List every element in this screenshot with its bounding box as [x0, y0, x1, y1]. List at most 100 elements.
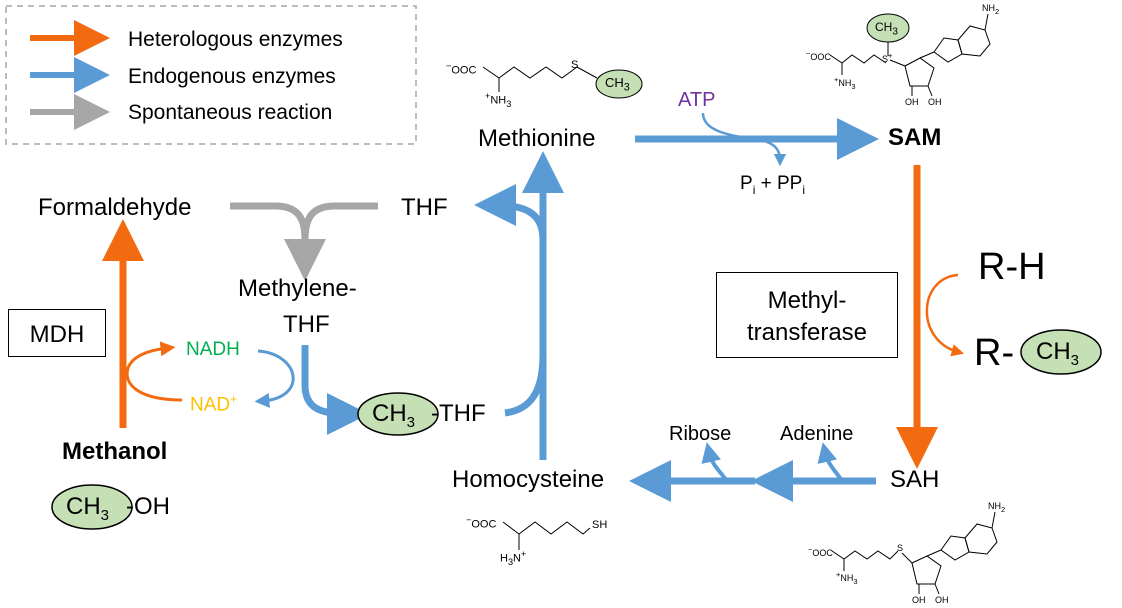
sam-nh3: +NH3 [834, 76, 856, 90]
sah-label: SAH [890, 466, 940, 493]
thf-label: THF [401, 194, 448, 221]
spontaneous-merge-right [301, 202, 378, 241]
sah-coo: −OOC [808, 546, 833, 558]
homocysteine-sh: SH [592, 519, 608, 531]
minus-sign: − [808, 545, 813, 554]
to-thf-arrow [474, 184, 547, 241]
methionine-struct-methyl-ellipse [595, 69, 643, 99]
coo-text: OOC [812, 548, 833, 558]
sam-s-plus: S+ [882, 52, 892, 64]
methyl-ch-text: CH [605, 75, 624, 90]
minus-sign: − [806, 49, 811, 58]
sam-nh2: NH2 [982, 3, 1000, 16]
ribose-label: Ribose [669, 423, 732, 445]
nadh-to-nad-arrow [254, 349, 295, 408]
h3-sub: 3 [507, 556, 514, 567]
mdh-label: MDH [29, 321, 85, 348]
legend-heterologous-label: Heterologous enzymes [128, 28, 343, 51]
nad-to-nadh-arrow [125, 341, 183, 402]
formaldehyde-label: Formaldehyde [38, 194, 192, 221]
nad-text: NAD [190, 394, 231, 416]
pi-ppi-label: Pi + PPi [740, 174, 805, 196]
homocysteine-label: Homocysteine [452, 466, 605, 493]
methyl-sub-text: 3 [892, 26, 898, 38]
legend-spontaneous-label: Spontaneous reaction [128, 101, 333, 124]
nad-label: NAD+ [190, 393, 237, 414]
methanol-methyl-ellipse [51, 484, 133, 530]
coo-text: OOC [451, 64, 477, 77]
ch3-thf-methyl: CH3 [372, 402, 415, 430]
sah-oh-1: OH [912, 595, 926, 605]
nh2-text: NH [982, 3, 995, 13]
methyl-ch-text: CH [875, 20, 893, 34]
atp-side-arrow [701, 112, 787, 167]
plus-sign: + [521, 549, 527, 559]
methionine-coo: −OOC [446, 61, 477, 77]
r-prefix-label: R- [974, 332, 1015, 374]
methyl-sub-text: 3 [100, 506, 110, 524]
ch3-thf-suffix: -THF [431, 400, 486, 427]
atp-label: ATP [678, 89, 716, 111]
pp-text: + PP [755, 173, 803, 194]
n-text: N [513, 552, 521, 565]
sah-nh2: NH2 [988, 501, 1006, 514]
methyl-ch-text: CH [372, 400, 407, 427]
plus-sign: + [485, 91, 491, 101]
sam-struct-methyl: CH3 [875, 21, 898, 37]
minus-sign: − [446, 61, 452, 71]
methionine-label: Methionine [478, 125, 596, 152]
rh-label: R-H [978, 246, 1046, 288]
r-ch3-methyl: CH3 [1036, 340, 1079, 368]
coo-text: OOC [810, 52, 831, 62]
legend-endogenous-label: Endogenous enzymes [128, 65, 336, 88]
nh3-text: NH [840, 573, 854, 583]
nh3-sub: 3 [506, 98, 512, 109]
methyl-sub-text: 3 [406, 413, 416, 431]
adenine-label: Adenine [780, 423, 854, 445]
adenine-side-arrow [817, 442, 844, 483]
methanol-oh-suffix: -OH [126, 493, 170, 520]
ch3-thf-merge-line [504, 354, 547, 417]
nh3-sub: 3 [851, 81, 856, 91]
nh3-text: NH [838, 78, 852, 88]
methylene-thf-label-line2: THF [283, 311, 330, 338]
nh2-sub: 2 [1001, 504, 1006, 514]
minus-sign: − [466, 515, 472, 525]
s-text: S [882, 54, 889, 64]
plus-sign: + [836, 570, 841, 579]
sah-nh3: +NH3 [836, 571, 858, 585]
h-text: H [500, 552, 508, 565]
sah-structure [831, 511, 998, 595]
methanol-methyl: CH3 [66, 495, 109, 523]
nh3-text: NH [490, 94, 507, 107]
sam-label: SAM [888, 124, 942, 151]
nh3-sub: 3 [853, 576, 858, 586]
nh2-sub: 2 [995, 6, 1000, 16]
plus-sign: + [888, 51, 893, 60]
nad-sup-text: + [230, 392, 238, 406]
methanol-label: Methanol [62, 438, 168, 465]
homocysteine-structure [502, 521, 591, 550]
homocysteine-coo: −OOC [466, 515, 496, 531]
nadh-label: NADH [186, 339, 240, 360]
nh2-text: NH [988, 501, 1001, 511]
methionine-s: S [571, 59, 579, 71]
methyltransferase-label-line2: transferase [746, 319, 868, 346]
pi-p-text: P [740, 173, 753, 194]
methylene-thf-label-line1: Methylene- [238, 275, 357, 302]
methylation-side-arrow [925, 273, 965, 357]
methyl-sub-text: 3 [623, 81, 630, 94]
plus-sign: + [834, 75, 839, 84]
homocysteine-h3n: H3N+ [500, 549, 527, 567]
ribose-side-arrow [701, 442, 729, 483]
methylene-to-ch3-thf-arrow [301, 345, 369, 435]
mdh-box: MDH [8, 309, 106, 357]
methyl-sub-text: 3 [1070, 351, 1080, 369]
sah-oh-2: OH [935, 595, 949, 605]
methionine-structure [482, 66, 598, 92]
spontaneous-merge-left [230, 202, 309, 241]
sam-oh-1: OH [905, 97, 919, 107]
sah-s: S [897, 543, 904, 553]
sam-structure [829, 13, 991, 97]
